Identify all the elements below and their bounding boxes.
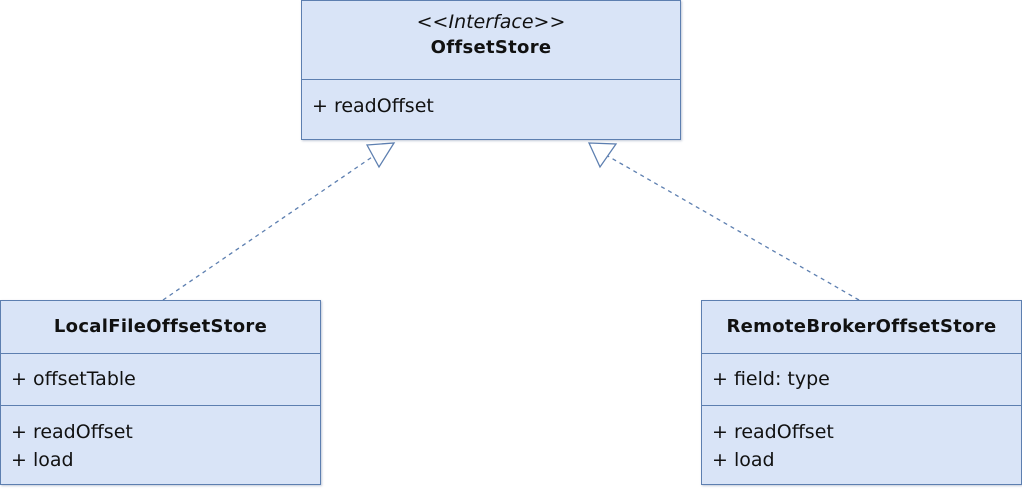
operations-compartment: + readOffset <box>302 79 680 126</box>
attribute-item: + offsetTable <box>11 368 136 390</box>
class-stereotype: <<Interface>> <box>416 11 566 33</box>
operation-item: + load <box>11 449 74 471</box>
class-offsetstore[interactable]: <<Interface>> OffsetStore + readOffset <box>301 0 681 140</box>
operation-item: + readOffset <box>712 421 834 443</box>
class-name: OffsetStore <box>430 37 552 58</box>
realization-arrowhead-remote <box>587 142 618 169</box>
class-name: RemoteBrokerOffsetStore <box>726 316 997 337</box>
operations-compartment: + readOffset + load <box>1 405 320 480</box>
realization-line-local <box>162 154 376 301</box>
operation-item: + load <box>712 449 775 471</box>
class-header: <<Interface>> OffsetStore <box>302 1 680 79</box>
class-name: LocalFileOffsetStore <box>53 316 268 337</box>
attributes-compartment: + offsetTable <box>1 353 320 405</box>
operation-item: + readOffset <box>312 95 434 117</box>
class-header: LocalFileOffsetStore <box>1 301 320 353</box>
realization-remote-to-offsetstore <box>587 142 860 301</box>
realization-arrowhead-local <box>365 142 396 169</box>
attributes-compartment: + field: type <box>702 353 1021 405</box>
operations-compartment: + readOffset + load <box>702 405 1021 480</box>
attribute-item: + field: type <box>712 368 830 390</box>
operation-item: + readOffset <box>11 421 133 443</box>
realization-local-to-offsetstore <box>162 142 396 301</box>
class-localfileoffsetstore[interactable]: LocalFileOffsetStore + offsetTable + rea… <box>0 300 321 485</box>
class-header: RemoteBrokerOffsetStore <box>702 301 1021 353</box>
class-remotebrokeroffsetstore[interactable]: RemoteBrokerOffsetStore + field: type + … <box>701 300 1022 485</box>
realization-line-remote <box>605 154 860 301</box>
